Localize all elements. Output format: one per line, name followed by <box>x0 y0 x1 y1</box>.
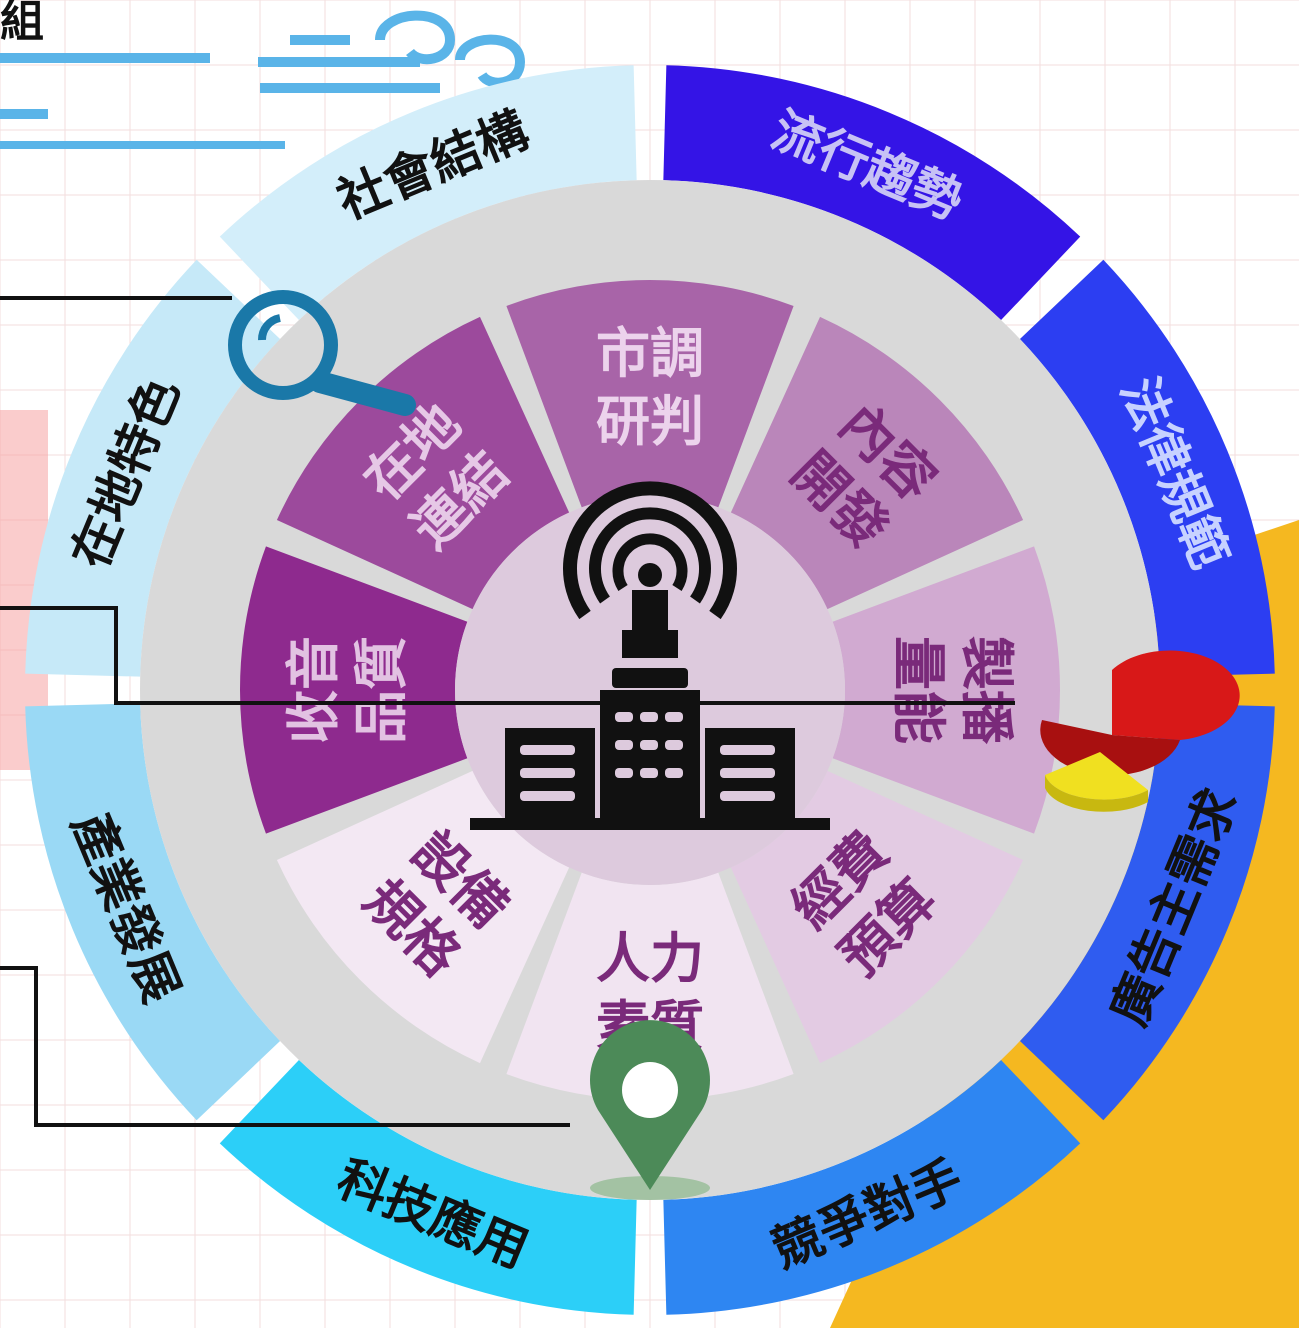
outer-segment <box>219 65 637 321</box>
inner-segment <box>239 546 468 834</box>
connector-lines <box>0 296 1015 1127</box>
inner-segment-label: 研判 <box>596 390 704 453</box>
inner-segment-label: 製播 <box>955 636 1018 745</box>
connector-line <box>0 966 570 1127</box>
inner-segment-label: 市調 <box>596 322 704 385</box>
outer-segment <box>1019 703 1275 1121</box>
inner-segment <box>832 546 1060 834</box>
inner-segment <box>276 770 570 1064</box>
inner-segment <box>276 316 570 610</box>
inner-segment <box>730 770 1024 1064</box>
outer-segment <box>25 703 281 1121</box>
pie-chart-icon <box>1040 650 1240 812</box>
icons <box>228 290 1240 1200</box>
inner-segment <box>730 316 1024 610</box>
outer-segment <box>25 259 281 677</box>
location-pin-icon <box>590 1020 711 1200</box>
magnifier-icon <box>228 290 416 416</box>
inner-segment-label: 人力 <box>596 927 704 990</box>
inner-segment <box>506 872 794 1100</box>
inner-segment-label: 量能 <box>887 636 950 744</box>
broadcast-tower-icon <box>470 481 830 830</box>
outer-segment <box>663 1059 1081 1315</box>
inner-segment <box>506 280 794 508</box>
corner-label: 組 <box>0 0 44 47</box>
outer-segment <box>1019 259 1275 677</box>
connector-line <box>0 606 1015 705</box>
inner-ring <box>239 280 1060 1100</box>
wind-icon <box>0 10 526 149</box>
outer-segment <box>663 65 1081 321</box>
inner-segment-label: 收音 <box>282 636 345 744</box>
inner-segment-label: 品質 <box>350 636 413 744</box>
outer-ring <box>25 65 1275 1315</box>
